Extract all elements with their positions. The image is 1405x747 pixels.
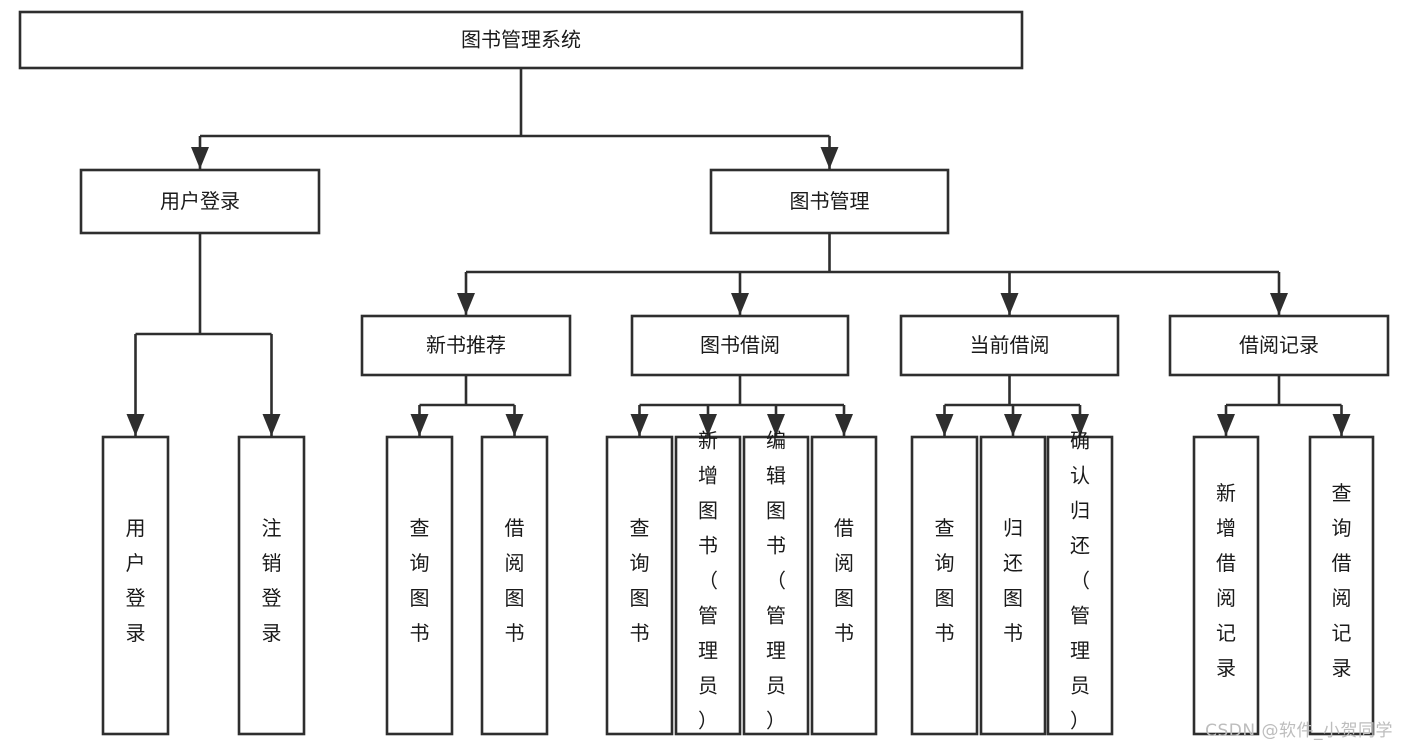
node-new-book-recommend[interactable]: 新书推荐 (360, 314, 572, 377)
node-leaf-query-record-label: 查询借阅记录 (1332, 481, 1352, 680)
node-layer: 图书管理系统用户登录图书管理新书推荐图书借阅当前借阅借阅记录用户登录注销登录查询… (18, 10, 1390, 736)
node-new-book-recommend-box (360, 314, 572, 377)
node-leaf-add-record-box (1192, 435, 1260, 736)
node-leaf-confirm-return-box (1046, 435, 1114, 736)
node-leaf-add-record-label: 新增借阅记录 (1216, 481, 1236, 680)
node-leaf-borrow-book-1-label: 借阅图书 (505, 516, 525, 645)
arrow-down-icon-leaf-logout (262, 414, 281, 436)
node-current-borrow-box (899, 314, 1120, 377)
node-leaf-query-book-1[interactable]: 查询图书 (385, 435, 454, 736)
node-leaf-add-book[interactable]: 新增图书（管理员） (674, 429, 742, 736)
node-user-login-label: 用户登录 (160, 189, 240, 213)
node-leaf-user-login[interactable]: 用户登录 (101, 435, 170, 736)
node-leaf-edit-book-box (742, 435, 810, 736)
arrow-down-icon-borrow-record (1270, 293, 1288, 315)
node-leaf-query-book-3-label: 查询图书 (935, 516, 955, 645)
arrow-down-icon-current-borrow (1000, 293, 1019, 315)
arrow-down-icon-book-borrow (731, 293, 749, 315)
node-book-manage-label: 图书管理 (790, 189, 870, 213)
node-leaf-add-book-box (674, 435, 742, 736)
node-leaf-query-book-2-box (605, 435, 674, 736)
node-book-manage-box (709, 168, 950, 235)
node-book-borrow-box (630, 314, 850, 377)
arrow-down-icon-leaf-user-login (126, 414, 145, 436)
node-leaf-query-book-1-label: 查询图书 (410, 516, 430, 645)
arrow-down-icon-new-book-recommend (457, 293, 475, 315)
node-current-borrow-label: 当前借阅 (970, 333, 1050, 357)
arrow-down-icon-leaf-query-book-2 (630, 414, 649, 436)
node-leaf-query-book-3-box (910, 435, 979, 736)
arrow-down-icon-leaf-borrow-book-2 (835, 414, 853, 436)
node-root-system-box (18, 10, 1024, 70)
node-leaf-query-book-2[interactable]: 查询图书 (605, 435, 674, 736)
arrow-down-icon-leaf-confirm-return (1071, 414, 1089, 436)
node-leaf-add-record[interactable]: 新增借阅记录 (1192, 435, 1260, 736)
node-leaf-confirm-return[interactable]: 确认归还（管理员） (1046, 429, 1114, 736)
node-leaf-add-book-label: 新增图书（管理员） (698, 429, 718, 733)
node-user-login-box (79, 168, 321, 235)
node-leaf-query-book-2-label: 查询图书 (630, 516, 650, 645)
node-leaf-user-login-label: 用户登录 (126, 516, 146, 645)
node-leaf-return-book-box (979, 435, 1047, 736)
node-borrow-record[interactable]: 借阅记录 (1168, 314, 1390, 377)
arrow-down-icon-leaf-query-book-3 (935, 414, 954, 436)
node-leaf-borrow-book-2[interactable]: 借阅图书 (810, 435, 878, 736)
arrow-down-icon-leaf-return-book (1004, 414, 1022, 436)
node-borrow-record-label: 借阅记录 (1239, 333, 1319, 357)
node-leaf-logout[interactable]: 注销登录 (237, 435, 306, 736)
node-leaf-query-book-1-box (385, 435, 454, 736)
connector-layer (126, 68, 1351, 436)
node-book-borrow[interactable]: 图书借阅 (630, 314, 850, 377)
node-borrow-record-box (1168, 314, 1390, 377)
node-leaf-confirm-return-label: 确认归还（管理员） (1070, 429, 1090, 733)
node-current-borrow[interactable]: 当前借阅 (899, 314, 1120, 377)
node-leaf-user-login-box (101, 435, 170, 736)
arrow-down-icon-leaf-borrow-book-1 (505, 414, 524, 436)
csdn-watermark: CSDN @软件_小贺同学 (1205, 721, 1393, 741)
node-leaf-borrow-book-1[interactable]: 借阅图书 (480, 435, 549, 736)
node-new-book-recommend-label: 新书推荐 (426, 333, 506, 357)
node-leaf-logout-box (237, 435, 306, 736)
node-root-system-label: 图书管理系统 (461, 28, 581, 52)
arrow-down-icon-leaf-add-book (699, 414, 717, 436)
arrow-down-icon-leaf-add-record (1217, 414, 1235, 436)
node-leaf-query-record[interactable]: 查询借阅记录 (1308, 435, 1375, 736)
arrow-down-icon-leaf-edit-book (767, 414, 785, 436)
node-leaf-edit-book[interactable]: 编辑图书（管理员） (742, 429, 810, 736)
arrow-down-icon-leaf-query-book-1 (410, 414, 429, 436)
node-root-system[interactable]: 图书管理系统 (18, 10, 1024, 70)
node-book-borrow-label: 图书借阅 (700, 333, 780, 357)
node-leaf-borrow-book-2-box (810, 435, 878, 736)
node-leaf-return-book-label: 归还图书 (1003, 516, 1023, 645)
node-leaf-borrow-book-1-box (480, 435, 549, 736)
node-leaf-return-book[interactable]: 归还图书 (979, 435, 1047, 736)
node-leaf-query-record-box (1308, 435, 1375, 736)
arrow-down-icon-book-manage (820, 147, 839, 169)
node-leaf-logout-label: 注销登录 (262, 516, 282, 645)
arrow-down-icon-user-login (191, 147, 209, 169)
node-leaf-edit-book-label: 编辑图书（管理员） (766, 429, 786, 733)
node-leaf-query-book-3[interactable]: 查询图书 (910, 435, 979, 736)
node-leaf-borrow-book-2-label: 借阅图书 (834, 516, 854, 645)
node-book-manage[interactable]: 图书管理 (709, 168, 950, 235)
node-user-login[interactable]: 用户登录 (79, 168, 321, 235)
arrow-down-icon-leaf-query-record (1332, 414, 1351, 436)
